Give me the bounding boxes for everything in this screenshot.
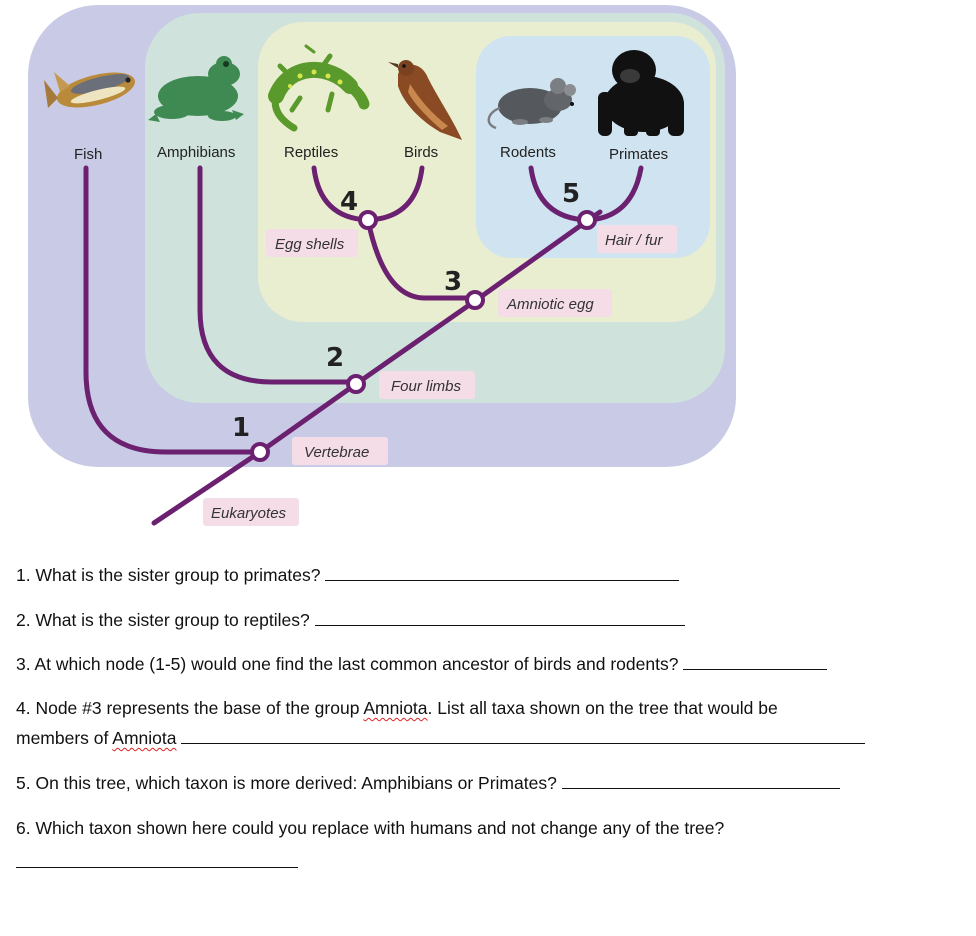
node-1-number: 1	[232, 413, 250, 443]
node-2-number: 2	[326, 343, 344, 373]
question-4-amniota-word-2: Amniota	[112, 728, 177, 748]
lizard-spots	[288, 69, 343, 88]
trait-egg-shells: Egg shells	[275, 236, 345, 253]
question-5: 5. On this tree, which taxon is more der…	[16, 772, 840, 794]
lizard-icon	[268, 44, 370, 132]
trait-vertebrae: Vertebrae	[304, 444, 369, 461]
trait-box-eukaryotes	[203, 498, 299, 526]
node-2-circle	[346, 374, 366, 394]
reptile-bird-branch	[365, 217, 478, 301]
frog-icon	[148, 56, 244, 122]
taxon-birds: Birds	[404, 144, 438, 161]
phylogenetic-tree-diagram: 1 2 3 4 5 Vertebrae Four limbs Amniotic …	[28, 5, 736, 526]
bird-icon	[388, 60, 462, 140]
question-6-answer-line	[16, 851, 298, 873]
question-4-text-c: members of	[16, 728, 113, 748]
taxon-fish: Fish	[74, 146, 102, 163]
answer-blank-6[interactable]	[16, 852, 298, 868]
node-4-circle	[358, 210, 378, 230]
trait-box-four-limbs	[379, 371, 475, 399]
trait-box-vertebrae	[292, 437, 388, 465]
gorilla-face	[620, 69, 640, 83]
answer-blank-1[interactable]	[325, 565, 680, 581]
taxon-rodents: Rodents	[500, 144, 556, 161]
mouse-icon	[487, 78, 576, 130]
question-4-text-a: 4. Node #3 represents the base of the gr…	[16, 698, 364, 718]
node-5-circle	[577, 210, 597, 230]
question-4-amniota-word: Amniota	[363, 698, 428, 718]
question-3: 3. At which node (1-5) would one find th…	[16, 653, 828, 675]
taxon-primates: Primates	[609, 146, 668, 163]
trait-box-egg-shells	[266, 229, 358, 257]
question-4-text-b: . List all taxa shown on the tree that w…	[427, 698, 778, 718]
node-3-number: 3	[444, 267, 462, 297]
trait-box-hair-fur	[597, 225, 677, 253]
question-1-text: 1. What is the sister group to primates?	[16, 565, 321, 585]
question-4-line-2: members of Amniota	[16, 727, 866, 749]
taxon-reptiles: Reptiles	[284, 144, 338, 161]
question-3-text: 3. At which node (1-5) would one find th…	[16, 654, 679, 674]
question-6: 6. Which taxon shown here could you repl…	[16, 817, 724, 839]
question-2-text: 2. What is the sister group to reptiles?	[16, 610, 310, 630]
answer-blank-4[interactable]	[181, 728, 866, 744]
question-4: 4. Node #3 represents the base of the gr…	[16, 697, 778, 719]
question-6-text: 6. Which taxon shown here could you repl…	[16, 818, 725, 838]
frog-eye	[223, 61, 229, 67]
trait-four-limbs: Four limbs	[391, 378, 462, 395]
node-3-circle	[465, 290, 485, 310]
taxon-amphibians: Amphibians	[157, 144, 235, 161]
answer-blank-2[interactable]	[314, 610, 685, 626]
node-5-number: 5	[562, 179, 580, 209]
answer-blank-3[interactable]	[683, 654, 828, 670]
fish-icon	[44, 72, 135, 108]
question-1: 1. What is the sister group to primates?	[16, 564, 680, 586]
trait-box-amniotic-egg	[498, 289, 612, 317]
node-1-circle	[250, 442, 270, 462]
question-5-text: 5. On this tree, which taxon is more der…	[16, 773, 557, 793]
question-2: 2. What is the sister group to reptiles?	[16, 609, 685, 631]
root-label-eukaryotes: Eukaryotes	[211, 505, 287, 522]
answer-blank-5[interactable]	[561, 773, 840, 789]
node-4-number: 4	[340, 187, 358, 217]
trait-amniotic-egg: Amniotic egg	[506, 296, 594, 313]
fish-branch	[83, 165, 263, 455]
amphibian-branch	[197, 165, 359, 385]
trait-hair-fur: Hair / fur	[605, 232, 664, 249]
